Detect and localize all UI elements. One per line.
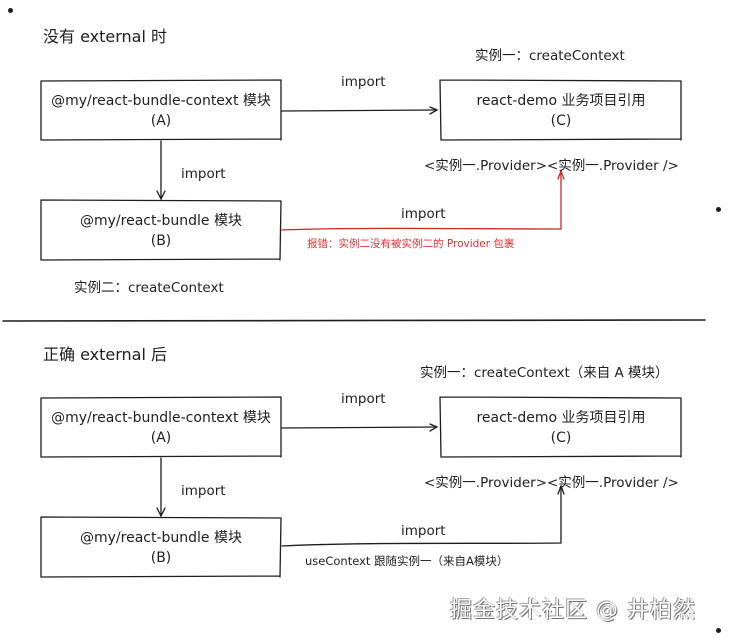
arrowhead-b-to-provider-2 — [557, 484, 565, 495]
section2-note-text: useContext 跟随实例一（来自A模块） — [305, 554, 509, 568]
section1-heading: 没有 external 时 — [43, 27, 168, 46]
box-c-title: react-demo 业务项目引用 — [476, 409, 646, 426]
box-a-sub: (A) — [150, 112, 172, 129]
section1-instance-one-label: 实例一：createContext — [475, 48, 625, 64]
arrowhead-b-to-provider-1-error — [557, 169, 565, 180]
section2-heading: 正确 external 后 — [43, 345, 168, 364]
watermark: 掘金技术社区 @ 井柏然 — [450, 598, 696, 623]
corner-dot-right — [716, 207, 721, 212]
arrow-a-to-c-1 — [281, 109, 437, 112]
section1-provider-text: <实例一.Provider><实例一.Provider /> — [424, 158, 679, 174]
box-c-title: react-demo 业务项目引用 — [476, 92, 646, 109]
arrowhead-a-to-c-1 — [429, 106, 439, 115]
arrowhead-a-to-b-1 — [156, 190, 166, 201]
box-b-outline-1 — [40, 199, 282, 261]
section2-box-c: react-demo 业务项目引用 (C) — [441, 398, 681, 457]
box-c-outline-1 — [439, 79, 682, 141]
section1-instance-two-label: 实例二：createContext — [74, 280, 224, 296]
arrow-b-to-provider-1-error — [281, 171, 562, 231]
box-b-title: @my/react-bundle 模块 — [80, 529, 242, 546]
section2-box-a: @my/react-bundle-context 模块 (A) — [41, 398, 281, 457]
arrow-b-to-provider-2 — [281, 486, 562, 547]
box-c-sub: (C) — [550, 112, 572, 129]
arrowhead-a-to-b-2 — [156, 507, 166, 518]
section1-box-b: @my/react-bundle 模块 (B) — [41, 201, 281, 260]
section1-box-c: react-demo 业务项目引用 (C) — [441, 81, 681, 140]
section1-box-a: @my/react-bundle-context 模块 (A) — [41, 81, 281, 140]
section1-error-text: 报错：实例二没有被实例二的 Provider 包裹 — [307, 238, 515, 250]
box-b-title: @my/react-bundle 模块 — [80, 212, 242, 229]
section1-arrow-a-b-label: import — [181, 166, 226, 182]
section1-arrow-a-c-label: import — [341, 74, 386, 90]
box-a-title: @my/react-bundle-context 模块 — [51, 409, 271, 426]
section1-arrow-b-c-label: import — [401, 206, 446, 222]
box-c-outline-2 — [439, 396, 682, 458]
section2-box-b: @my/react-bundle 模块 (B) — [41, 518, 281, 577]
box-a-outline-2 — [40, 396, 282, 458]
arrowhead-a-to-c-2 — [429, 423, 439, 432]
corner-dot-top-left — [8, 8, 13, 13]
section2-instance-one-label: 实例一：createContext（来自 A 模块） — [420, 365, 669, 381]
box-b-sub: (B) — [150, 549, 172, 566]
section-divider — [2, 319, 706, 322]
box-b-sub: (B) — [150, 232, 172, 249]
section2-arrow-a-c-label: import — [341, 391, 386, 407]
box-a-outline-1 — [40, 79, 282, 141]
box-a-sub: (A) — [150, 429, 172, 446]
box-a-title: @my/react-bundle-context 模块 — [51, 92, 271, 109]
section2-provider-text: <实例一.Provider><实例一.Provider /> — [424, 475, 679, 491]
box-b-outline-2 — [40, 516, 282, 578]
corner-dot-bottom-right — [716, 628, 721, 633]
box-c-sub: (C) — [550, 429, 572, 446]
arrow-a-to-c-2 — [281, 426, 437, 429]
section2-arrow-b-c-label: import — [401, 523, 446, 539]
section2-arrow-a-b-label: import — [181, 483, 226, 499]
